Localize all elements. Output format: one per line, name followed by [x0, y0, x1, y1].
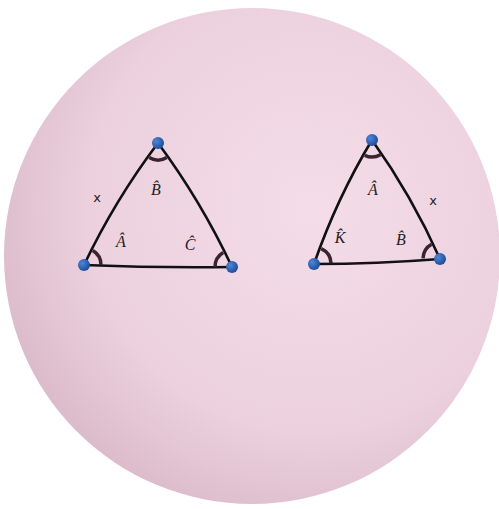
side-label: x — [429, 194, 437, 207]
angle-arcs — [93, 155, 432, 267]
triangle-side — [158, 143, 232, 267]
angle-arc — [423, 244, 432, 258]
vertex-dot — [308, 258, 320, 270]
triangle-side — [372, 140, 440, 259]
vertex-dot — [226, 261, 238, 273]
angle-arc — [93, 250, 101, 265]
angle-label: B̂ — [396, 232, 406, 248]
triangle-side — [84, 143, 158, 265]
angle-label: Ĉ — [185, 237, 196, 253]
vertex-dot — [366, 134, 378, 146]
triangle-side — [84, 265, 232, 267]
vertex-dot — [434, 253, 446, 265]
triangle-sides — [84, 140, 440, 267]
angle-arc — [365, 155, 381, 157]
angle-arc — [321, 249, 331, 264]
sphere — [4, 8, 499, 504]
triangle-side — [314, 140, 372, 264]
triangle-side — [314, 259, 440, 264]
angle-arc — [149, 158, 167, 160]
angle-label: Â — [116, 234, 126, 250]
vertex-dots — [78, 134, 446, 273]
side-label: x — [93, 191, 101, 204]
angle-label: Â — [368, 182, 378, 198]
angle-arc — [215, 252, 223, 267]
vertex-dot — [78, 259, 90, 271]
angle-label: B̂ — [151, 182, 161, 198]
angle-label: K̂ — [335, 230, 346, 246]
vertex-dot — [152, 137, 164, 149]
